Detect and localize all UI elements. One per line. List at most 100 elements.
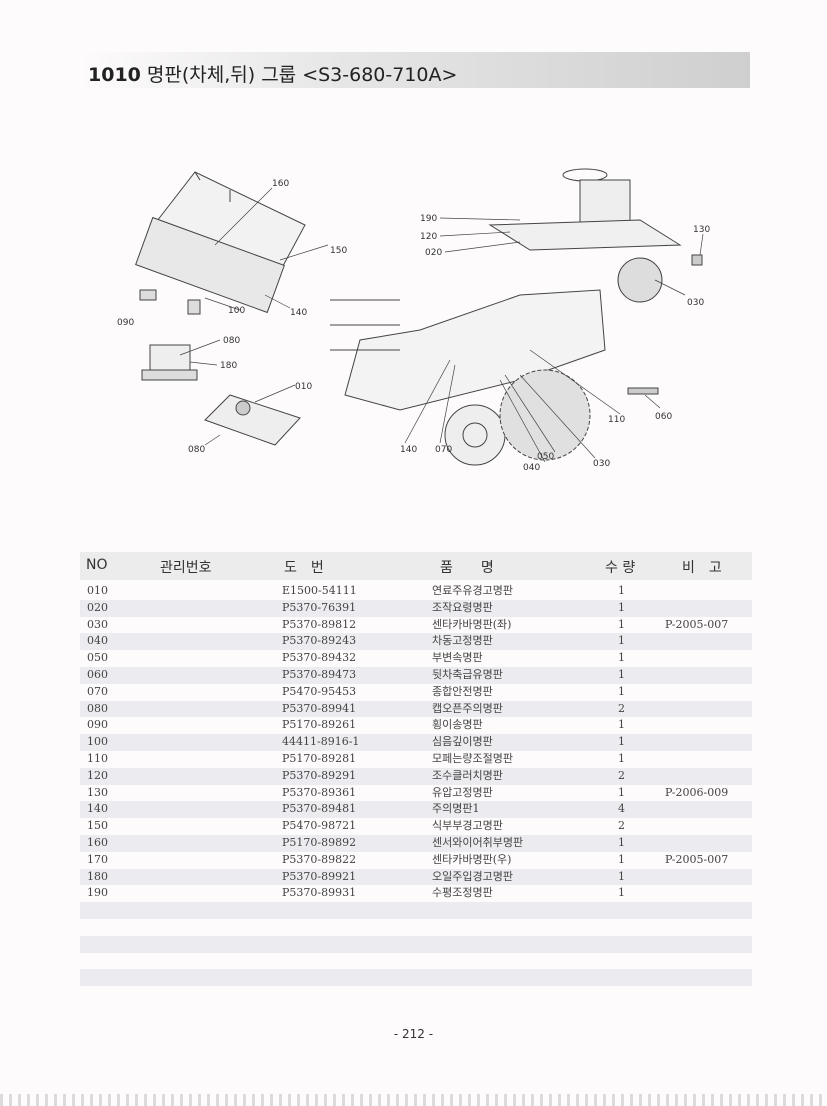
part-name: 유압고정명판 — [432, 785, 493, 799]
drawing-number: P5370-89243 — [282, 634, 357, 648]
col-drawing-number: 도 번 — [284, 560, 324, 576]
quantity: 1 — [618, 852, 625, 866]
callout-130: 130 — [693, 225, 710, 235]
callout-070: 070 — [435, 445, 452, 455]
part-no: 090 — [87, 718, 108, 732]
group-code: 1010 — [88, 64, 141, 86]
empty-row — [80, 902, 752, 919]
machine-main-drawing — [330, 289, 659, 466]
title-bar — [80, 52, 750, 88]
part-no: 130 — [87, 785, 108, 799]
drawing-number: E1500-54111 — [282, 584, 357, 597]
drawing-number: P5470-95453 — [282, 684, 357, 698]
note: P-2005-007 — [665, 617, 729, 631]
part-no: 170 — [87, 852, 108, 866]
part-name: 캡오픈주의명판 — [432, 701, 503, 715]
part-no: 030 — [87, 617, 108, 631]
engine-cover-drawing — [204, 394, 301, 446]
callout-labels: 160 150 140 100 090 080 180 010 080 190 … — [117, 179, 710, 473]
drawing-number: P5170-89261 — [282, 718, 357, 732]
callout-190: 190 — [420, 214, 437, 224]
callout-030: 030 — [687, 298, 704, 308]
callout-110: 110 — [608, 415, 625, 425]
callout-140: 140 — [290, 308, 307, 318]
part-no: 110 — [87, 751, 108, 765]
drawing-number: P5370-89921 — [282, 869, 357, 883]
page-number: - 212 - — [393, 1027, 434, 1041]
part-name: 뒷차축급유명판 — [432, 667, 503, 681]
part-name: 연료주유경고명판 — [432, 584, 513, 597]
quantity: 1 — [618, 600, 625, 614]
machine-rear-drawing — [488, 168, 703, 303]
drawing-number: P5370-89822 — [282, 852, 357, 866]
note: P-2005-007 — [665, 852, 729, 866]
quantity: 4 — [618, 802, 625, 816]
quantity: 2 — [618, 701, 625, 715]
table-row: 140 P5370-89481 주의명판1 4 — [80, 801, 752, 819]
parts-diagram: 160 150 140 100 090 080 180 010 080 190 … — [117, 168, 710, 473]
callout-020: 020 — [425, 248, 442, 258]
callout-060: 060 — [655, 412, 672, 422]
part-no: 080 — [87, 701, 108, 715]
drawing-number: P5170-89281 — [282, 751, 357, 765]
part-name: 조수클러치명판 — [432, 768, 503, 782]
part-name: 오일주입경고명판 — [432, 869, 513, 883]
part-name: 심음깊이명판 — [432, 735, 493, 749]
quantity: 1 — [618, 634, 625, 648]
table-header — [80, 552, 752, 580]
col-mgmt-number: 관리번호 — [160, 560, 212, 576]
part-no: 050 — [87, 651, 108, 665]
drawing-number: P5370-89931 — [282, 886, 357, 900]
callout-050: 050 — [537, 452, 554, 462]
empty-row — [80, 969, 752, 987]
callout-140b: 140 — [400, 445, 417, 455]
empty-row — [80, 935, 752, 953]
part-no: 180 — [87, 869, 108, 883]
quantity: 1 — [618, 785, 625, 799]
part-no: 020 — [87, 600, 108, 614]
part-name: 수평조정명판 — [432, 886, 493, 900]
quantity: 1 — [618, 869, 625, 883]
quantity: 1 — [618, 617, 625, 631]
table-row: 180 P5370-89921 오일주입경고명판 1 — [80, 868, 752, 886]
quantity: 2 — [618, 819, 625, 833]
quantity: 1 — [618, 751, 625, 765]
part-name: 차동고정명판 — [432, 634, 493, 648]
col-part-name: 품 명 — [440, 560, 494, 576]
part-name: 식부부경고명판 — [432, 819, 503, 833]
quantity: 1 — [618, 835, 625, 849]
planter-cover-drawing — [135, 171, 306, 315]
quantity: 1 — [618, 667, 625, 681]
part-name: 센타카바명판(좌) — [432, 617, 512, 631]
part-name: 주의명판1 — [432, 802, 480, 816]
part-no: 010 — [87, 584, 108, 597]
quantity: 1 — [618, 718, 625, 732]
drawing-number: P5370-89481 — [282, 802, 357, 816]
quantity: 1 — [618, 651, 625, 665]
drawing-number: P5370-89432 — [282, 651, 357, 665]
oil-tank-drawing — [141, 344, 198, 381]
part-no: 100 — [87, 735, 108, 749]
callout-030b: 030 — [593, 459, 610, 469]
part-no: 070 — [87, 684, 108, 698]
callout-160: 160 — [272, 179, 289, 189]
callout-120: 120 — [420, 232, 437, 242]
group-title: 명판(차체,뒤) 그룹 <S3-680-710A> — [146, 64, 458, 86]
drawing-number: P5370-89361 — [282, 785, 357, 799]
callout-150: 150 — [330, 246, 347, 256]
part-no: 140 — [87, 802, 108, 816]
quantity: 1 — [618, 735, 625, 749]
leader-lines — [179, 187, 704, 463]
